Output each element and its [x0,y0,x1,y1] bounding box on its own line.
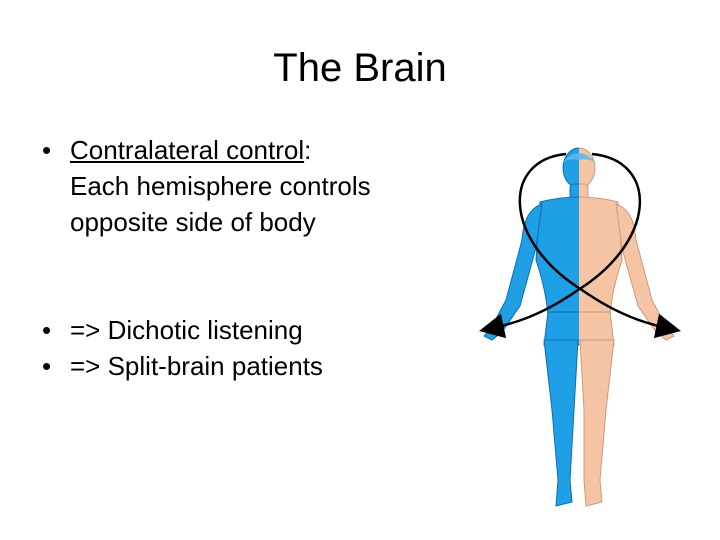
bullet-marker: • [42,351,52,381]
brain-region [563,153,595,162]
description-line-1: Each hemisphere controls [70,171,371,201]
contralateral-term: Contralateral control [70,135,305,165]
bullet-marker: • [42,315,52,345]
arrow-right-hemisphere-to-left-hand [479,152,641,339]
slide-title: The Brain [0,44,720,92]
bullet-dichotic: • => Dichotic listening [42,312,482,348]
bullet-split-brain: • => Split-brain patients [42,348,482,384]
contralateral-body-figure [479,147,681,507]
bullet-contralateral: • Contralateral control: Each hemisphere… [42,132,482,240]
slide-title-text: The Brain [273,46,447,90]
body-right-half [579,147,675,507]
arrow-left-hemisphere-to-right-hand [518,152,681,339]
bullet-list: • Contralateral control: Each hemisphere… [42,132,482,384]
bullet-spacer [42,240,482,312]
description-line-2: opposite side of body [70,207,316,237]
bullet-text: => Dichotic listening [70,315,303,345]
bullet-marker: • [42,135,52,165]
term-colon: : [304,135,312,165]
bullet-text: => Split-brain patients [70,351,323,381]
